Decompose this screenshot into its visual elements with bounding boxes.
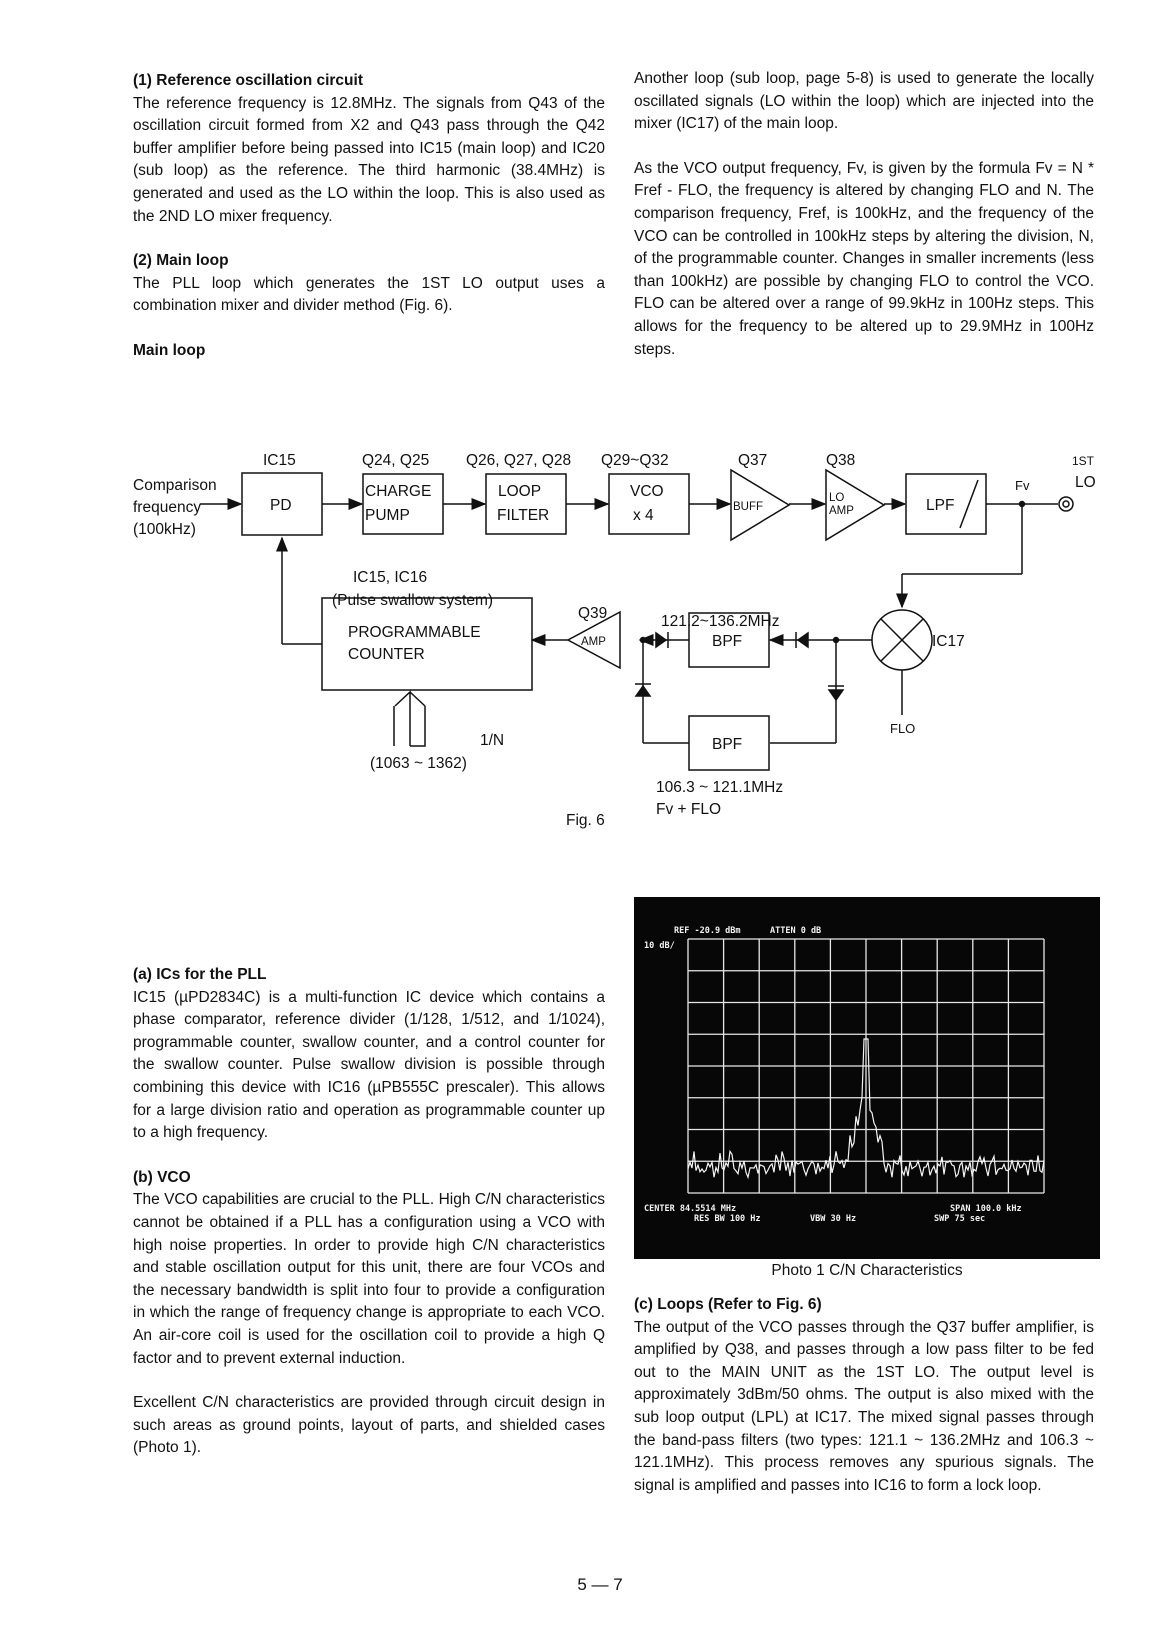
ref-readout: REF -20.9 dBm: [674, 926, 741, 936]
label-q26: Q26, Q27, Q28: [466, 452, 571, 469]
pump-label: PUMP: [365, 507, 410, 524]
vco-formula-text: As the VCO output frequency, Fv, is give…: [634, 159, 1094, 358]
loop-label: LOOP: [498, 483, 541, 500]
x4-label: x 4: [633, 507, 654, 524]
prog-label-b: COUNTER: [348, 646, 425, 663]
amp-q39-triangle: [566, 610, 621, 670]
spectrum-analyzer-photo: REF -20.9 dBm ATTEN 0 dB 10 dB/ CENTER 8…: [634, 897, 1100, 1259]
vbw-readout: VBW 30 Hz: [810, 1214, 856, 1224]
charge-label: CHARGE: [365, 483, 431, 500]
span-readout: SPAN 100.0 kHz: [950, 1204, 1022, 1214]
range1-label: 121.2~136.2MHz: [661, 613, 779, 630]
loops-body: The output of the VCO passes through the…: [634, 1318, 1094, 1494]
main-loop-heading: (2) Main loop: [133, 252, 229, 270]
n-range-label: (1063 ~ 1362): [370, 755, 467, 772]
label-1st: 1ST: [1072, 454, 1095, 468]
vco-body: The VCO capabilities are crucial to the …: [133, 1191, 605, 1367]
res-bw-readout: RES BW 100 Hz: [694, 1214, 761, 1224]
block-diagram-fig6: IC15 Q24, Q25 Q26, Q27, Q28 Q29~Q32 Q37 …: [133, 452, 1096, 829]
buff-label: BUFF: [733, 501, 763, 513]
lpf-label: LPF: [926, 497, 954, 514]
flo-label: FLO: [890, 721, 915, 736]
prog-label-a: PROGRAMMABLE: [348, 624, 481, 641]
pd-label: PD: [270, 497, 292, 514]
label-lo: LO: [1075, 474, 1096, 491]
atten-readout: ATTEN 0 dB: [770, 926, 821, 936]
spectrum-trace: [687, 1038, 1045, 1180]
swp-readout: SWP 75 sec: [934, 1214, 985, 1224]
q39-label: Q39: [578, 605, 607, 622]
scale-readout: 10 dB/: [644, 941, 675, 951]
main-loop-body: The PLL loop which generates the 1ST LO …: [133, 274, 605, 315]
label-q29: Q29~Q32: [601, 452, 669, 469]
label-frequency: frequency: [133, 499, 201, 516]
lo-output-jack: [1058, 496, 1074, 512]
label-q38: Q38: [826, 452, 855, 469]
ic17-label: IC17: [932, 633, 965, 650]
label-q24: Q24, Q25: [362, 452, 429, 469]
ics-pll-body: IC15 (µPD2834C) is a multi-function IC d…: [133, 988, 605, 1142]
sub-loop-text: Another loop (sub loop, page 5-8) is use…: [634, 70, 1094, 133]
pulse-label: (Pulse swallow system): [332, 592, 493, 609]
range2-label: 106.3 ~ 121.1MHz: [656, 779, 783, 796]
bpf-lower-label: BPF: [712, 736, 742, 753]
left-column-top: (1) Reference oscillation circuit The re…: [133, 70, 605, 363]
bpf-upper-label: BPF: [712, 633, 742, 650]
label-ic15: IC15: [263, 452, 296, 469]
lo-amp-label-a: LO: [829, 492, 844, 504]
lo-amp-label-b: AMP: [829, 505, 854, 517]
main-loop-figure-label: Main loop: [133, 341, 206, 359]
programmable-counter-block: [321, 597, 533, 691]
ref-osc-heading: (1) Reference oscillation circuit: [133, 72, 363, 89]
ref-osc-body: The reference frequency is 12.8MHz. The …: [133, 94, 605, 225]
label-100khz: (100kHz): [133, 521, 196, 538]
vco-heading: (b) VCO: [133, 1168, 191, 1186]
ics-pll-heading: (a) ICs for the PLL: [133, 966, 267, 983]
amp-label: AMP: [581, 636, 606, 648]
page-number: 5 — 7: [577, 1575, 623, 1594]
ic1516-label: IC15, IC16: [353, 569, 427, 586]
right-column-top: Another loop (sub loop, page 5-8) is use…: [634, 68, 1094, 361]
left-column-bottom: (a) ICs for the PLL IC15 (µPD2834C) is a…: [133, 964, 605, 1460]
one-n-label: 1/N: [480, 732, 504, 749]
fv-label: Fv: [1015, 478, 1030, 493]
vco-label: VCO: [630, 483, 664, 500]
filter-label: FILTER: [497, 507, 549, 524]
vco-body2: Excellent C/N characteristics are provid…: [133, 1394, 605, 1457]
center-readout: CENTER 84.5514 MHz: [644, 1204, 736, 1214]
label-q37: Q37: [738, 452, 767, 469]
photo-caption: Photo 1 C/N Characteristics: [771, 1262, 963, 1279]
fv-flo-label: Fv + FLO: [656, 801, 721, 818]
loops-heading: (c) Loops (Refer to Fig. 6): [634, 1296, 822, 1313]
fig-caption: Fig. 6: [566, 812, 605, 829]
label-comparison: Comparison: [133, 477, 217, 494]
right-column-bottom: (c) Loops (Refer to Fig. 6) The output o…: [634, 1258, 1094, 1497]
